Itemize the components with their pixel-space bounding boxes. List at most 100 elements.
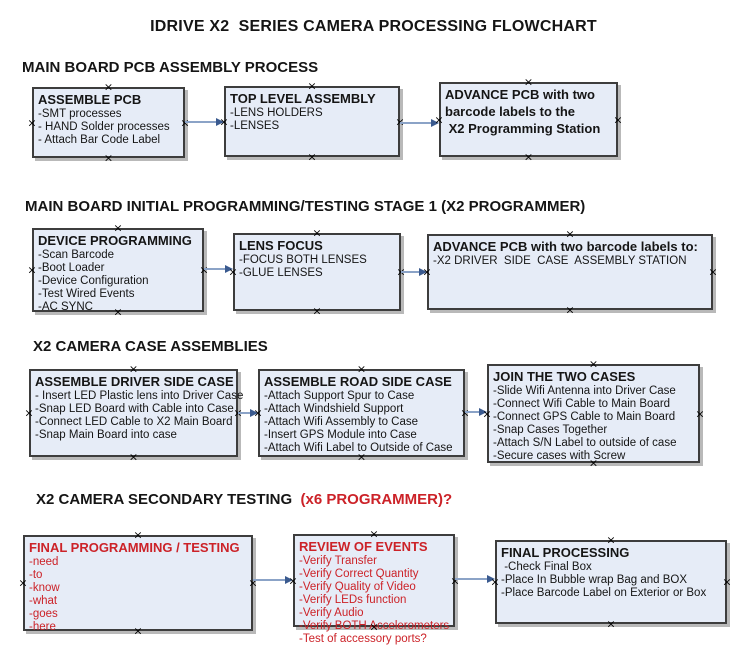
connection-point-marker: × — [722, 575, 732, 589]
box-item: -Connect GPS Cable to Main Board — [493, 411, 676, 423]
flow-arrow — [185, 117, 224, 127]
box-item: -Slide Wifi Antenna into Driver Case — [493, 385, 676, 397]
connection-point-marker: × — [128, 450, 139, 464]
box-item: - Attach Bar Code Label — [38, 134, 161, 146]
connection-point-marker: × — [613, 113, 623, 126]
arrow-head-icon — [225, 265, 233, 273]
box-item: -Attach Wifi Assembly to Case — [264, 416, 419, 428]
box-item: -Insert GPS Module into Case — [264, 429, 417, 441]
box-item: -Test Wired Events — [38, 288, 135, 300]
box-title: LENS FOCUS — [239, 238, 323, 253]
box-item: -Secure cases with Screw — [493, 450, 626, 462]
flow-arrow — [465, 407, 487, 417]
box-item: -Attach Support Spur to Case — [264, 390, 415, 402]
box-item: -Check Final Box — [501, 561, 592, 573]
box-item: -what — [29, 595, 58, 607]
arrow-head-icon — [419, 268, 427, 276]
flow-arrow — [400, 118, 439, 128]
page-title: IDRIVE X2 SERIES CAMERA PROCESSING FLOWC… — [150, 18, 597, 35]
connection-point-marker: × — [24, 406, 34, 420]
arrow-head-icon — [216, 118, 224, 126]
arrow-line — [401, 271, 419, 273]
connection-point-marker: × — [27, 263, 37, 277]
flow-box-advance-pcb-programming-station: ADVANCE PCB with two barcode labels to t… — [434, 77, 622, 163]
connection-point-marker: × — [307, 150, 317, 164]
box-item: -Connect LED Cable to X2 Main Board — [35, 416, 233, 428]
connection-point-marker: × — [606, 617, 616, 631]
box-item: -Verify Transfer — [299, 555, 377, 567]
connection-point-marker: × — [18, 576, 28, 590]
box-item: -Device Configuration — [38, 275, 149, 287]
box-item: -to — [29, 569, 43, 581]
box-item: -AC SYNC — [38, 301, 93, 313]
box-item: -Test of accessory ports? — [299, 633, 427, 645]
arrow-head-icon — [285, 576, 293, 584]
flow-box-review-of-events: REVIEW OF EVENTS -Verify Transfer -Verif… — [288, 529, 459, 646]
box-item: -Snap Cases Together — [493, 424, 608, 436]
box-item: -X2 DRIVER SIDE CASE ASSEMBLY STATION — [433, 255, 687, 267]
box-item: -know — [29, 582, 60, 594]
flow-box-top-level-assembly: TOP LEVEL ASSEMBLY -LENS HOLDERS -LENSES… — [219, 81, 404, 163]
box-item: -SMT processes — [38, 108, 122, 120]
box-item: -goes — [29, 608, 58, 620]
section-heading-initial-programming: MAIN BOARD INITIAL PROGRAMMING/TESTING S… — [25, 198, 586, 215]
box-item: - Insert LED Plastic lens into Driver Ca… — [35, 390, 244, 402]
box-item: -Connect Wifi Cable to Main Board — [493, 398, 671, 410]
connection-point-marker: × — [565, 303, 575, 317]
box-title: ADVANCE PCB with two barcode labels to t… — [445, 87, 601, 136]
arrow-line — [400, 122, 431, 124]
box-title: FINAL PROCESSING — [501, 545, 630, 560]
box-title: ASSEMBLE PCB — [38, 92, 142, 107]
box-item: -Attach Windshield Support — [264, 403, 404, 415]
box-title: REVIEW OF EVENTS — [299, 539, 428, 554]
connection-point-marker: × — [312, 304, 322, 318]
box-title: TOP LEVEL ASSEMBLY — [230, 91, 376, 106]
arrow-line — [465, 411, 479, 413]
box-item: -Verify LEDs function — [299, 594, 407, 606]
arrow-head-icon — [431, 119, 439, 127]
box-item: -Verify Correct Quantity — [299, 568, 419, 580]
box-item: -Place Barcode Label on Exterior or Box — [501, 587, 707, 599]
box-item: -LENSES — [230, 120, 280, 132]
connection-point-marker: × — [523, 150, 534, 164]
box-item: -Attach Wifi Label to Outside of Case — [264, 442, 453, 454]
box-item: - HAND Solder processes — [38, 121, 170, 133]
arrow-head-icon — [250, 409, 258, 417]
box-item: -need — [29, 556, 59, 568]
box-title: DEVICE PROGRAMMING — [38, 233, 192, 248]
arrow-head-icon — [479, 408, 487, 416]
box-item: -Place In Bubble wrap Bag and BOX — [501, 574, 688, 586]
flow-arrow — [238, 408, 258, 418]
box-item: -Attach S/N Label to outside of case — [493, 437, 677, 449]
arrow-line — [185, 121, 216, 123]
flow-box-assemble-road-side-case: ASSEMBLE ROAD SIDE CASE -Attach Support … — [253, 364, 469, 463]
box-title: JOIN THE TWO CASES — [493, 369, 636, 384]
box-item: -GLUE LENSES — [239, 267, 323, 279]
flow-arrow — [253, 575, 293, 585]
arrow-line — [238, 412, 250, 414]
arrow-line — [455, 578, 487, 580]
arrow-head-icon — [487, 575, 495, 583]
connection-point-marker: × — [27, 116, 37, 129]
box-item: -Snap Main Board into case — [35, 429, 177, 441]
box-item: -FOCUS BOTH LENSES — [239, 254, 367, 266]
flow-box-assemble-driver-side-case: ASSEMBLE DRIVER SIDE CASE - Insert LED P… — [24, 364, 244, 463]
box-item: -Boot Loader — [38, 262, 105, 274]
flow-arrow — [455, 574, 495, 584]
flow-box-final-processing: FINAL PROCESSING -Check Final Box -Place… — [490, 535, 731, 630]
heading-red-part: (x6 PROGRAMMER)? — [292, 491, 453, 508]
flow-box-lens-focus: LENS FOCUS -FOCUS BOTH LENSES -GLUE LENS… — [228, 228, 405, 317]
box-title: FINAL PROGRAMMING / TESTING — [29, 540, 240, 555]
box-title: ASSEMBLE DRIVER SIDE CASE — [35, 374, 234, 389]
arrow-line — [253, 579, 285, 581]
connection-point-marker: × — [103, 151, 114, 165]
section-heading-secondary-testing: X2 CAMERA SECONDARY TESTING (x6 PROGRAMM… — [36, 491, 452, 508]
box-title: ASSEMBLE ROAD SIDE CASE — [264, 374, 452, 389]
box-item: -Verify Audio — [299, 607, 364, 619]
heading-black-part: X2 CAMERA SECONDARY TESTING — [36, 491, 293, 508]
box-item: -Snap LED Board with Cable into Case — [35, 403, 234, 415]
connection-point-marker: × — [708, 265, 718, 279]
section-heading-pcb-assembly: MAIN BOARD PCB ASSEMBLY PROCESS — [22, 59, 319, 76]
flow-arrow — [204, 264, 233, 274]
